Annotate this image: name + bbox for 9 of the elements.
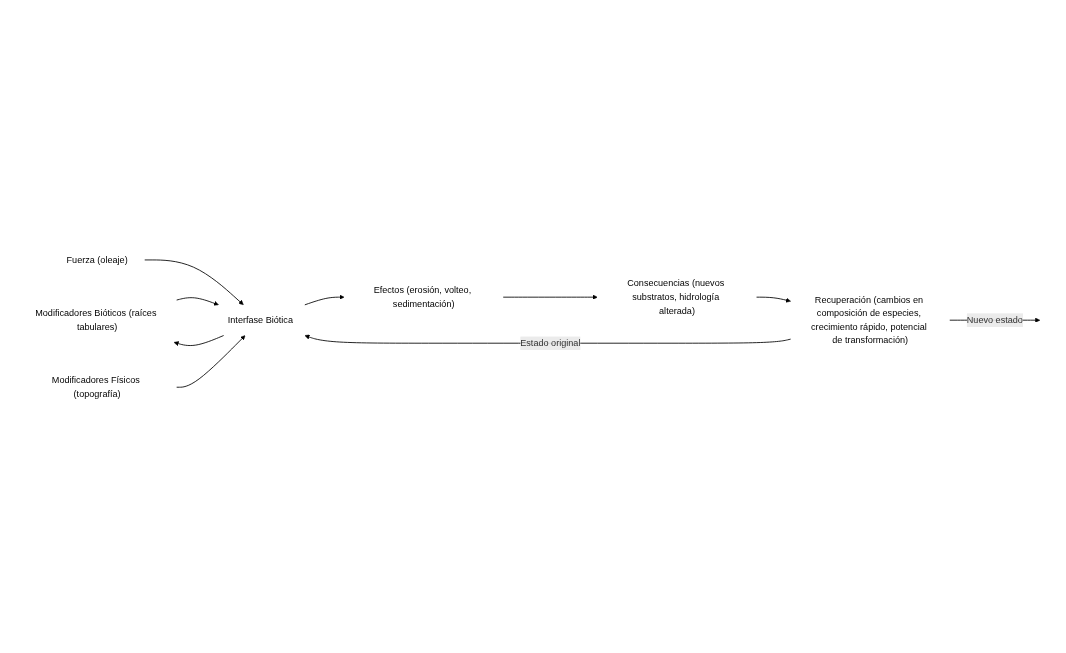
node-text: Consecuencias (nuevos substratos, hidrología alterada) (627, 277, 725, 315)
node-text: Efectos (erosión, volteo, sedimentación) (373, 284, 472, 309)
node-text: Modificadores Físicos (topografía) (51, 374, 140, 399)
edge-label: Nuevo estado (966, 314, 1023, 325)
node-text: Interfase Biótica (227, 314, 293, 325)
edge-label: Estado original (520, 337, 581, 348)
node-text: Recuperación (cambios en composición de especies, crecimiento rápido, potencial de transformación) (811, 294, 927, 345)
node-text: Modificadores Bióticos (raíces tabulares) (35, 307, 157, 332)
node-text: Fuerza (oleaje) (66, 254, 128, 264)
